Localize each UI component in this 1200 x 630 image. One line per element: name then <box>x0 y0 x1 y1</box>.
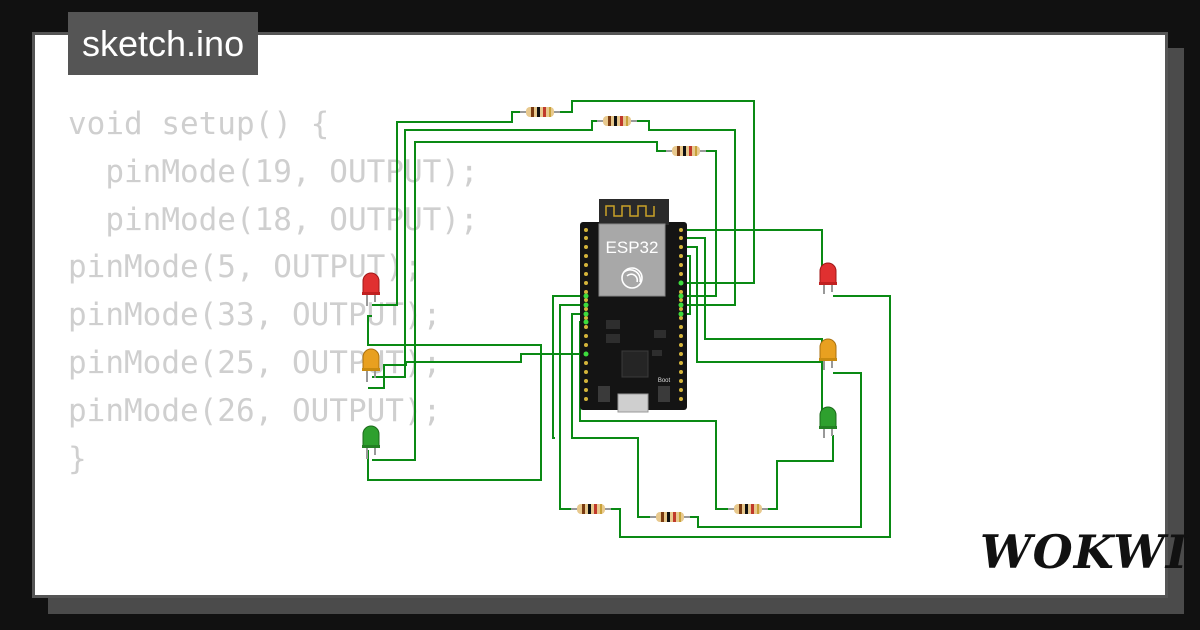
wire <box>368 362 407 389</box>
code-line: void setup() { <box>68 106 330 142</box>
resistor-3[interactable] <box>666 146 706 156</box>
wire <box>610 295 891 538</box>
boot-label: Boot <box>658 378 671 384</box>
wire <box>686 255 691 315</box>
led-green-left[interactable] <box>362 425 380 459</box>
wires <box>367 100 891 538</box>
wire <box>686 229 823 268</box>
wire <box>367 315 542 481</box>
module-shield <box>598 223 666 297</box>
boot-button[interactable] <box>658 386 670 402</box>
wokwi-logo: WOKWI <box>980 525 1189 579</box>
code-line: pinMode(33, OUTPUT); <box>68 297 442 334</box>
wire <box>689 372 862 528</box>
active-pins <box>583 280 684 357</box>
header-pins <box>584 228 683 401</box>
resistor-4[interactable] <box>571 504 611 514</box>
resistor-5[interactable] <box>650 512 690 522</box>
wire <box>372 120 598 378</box>
resistor-1[interactable] <box>520 107 560 117</box>
file-tab[interactable]: sketch.ino <box>68 12 259 75</box>
wire <box>372 111 522 306</box>
led-yellow-right[interactable] <box>819 338 837 370</box>
wire <box>559 304 586 510</box>
wire <box>571 313 652 518</box>
code-line: pinMode(19, OUTPUT); <box>68 153 479 190</box>
wire <box>766 435 834 510</box>
wire <box>552 295 586 439</box>
resistor-2[interactable] <box>597 116 637 126</box>
antenna-trace <box>605 205 655 217</box>
led-green-right[interactable] <box>819 406 837 438</box>
wire <box>558 100 755 284</box>
en-button[interactable] <box>598 386 610 402</box>
wire <box>372 141 668 461</box>
led-yellow-left[interactable] <box>362 348 380 382</box>
led-red-left[interactable] <box>362 272 380 306</box>
code-line: } <box>68 440 87 477</box>
wire <box>636 120 736 306</box>
espressif-logo-icon <box>621 267 643 289</box>
code-line: pinMode(26, OUTPUT); <box>68 392 442 429</box>
esp32-board[interactable]: ESP32 Boot <box>580 199 687 413</box>
chip <box>621 350 649 378</box>
usb-port <box>617 393 649 413</box>
antenna <box>599 199 669 225</box>
wire <box>686 150 717 297</box>
board-label: ESP32 <box>606 238 659 257</box>
code-line: pinMode(18, OUTPUT); <box>68 201 479 238</box>
resistor-6[interactable] <box>728 504 768 514</box>
led-red-right[interactable] <box>819 262 837 294</box>
wire <box>686 246 823 418</box>
